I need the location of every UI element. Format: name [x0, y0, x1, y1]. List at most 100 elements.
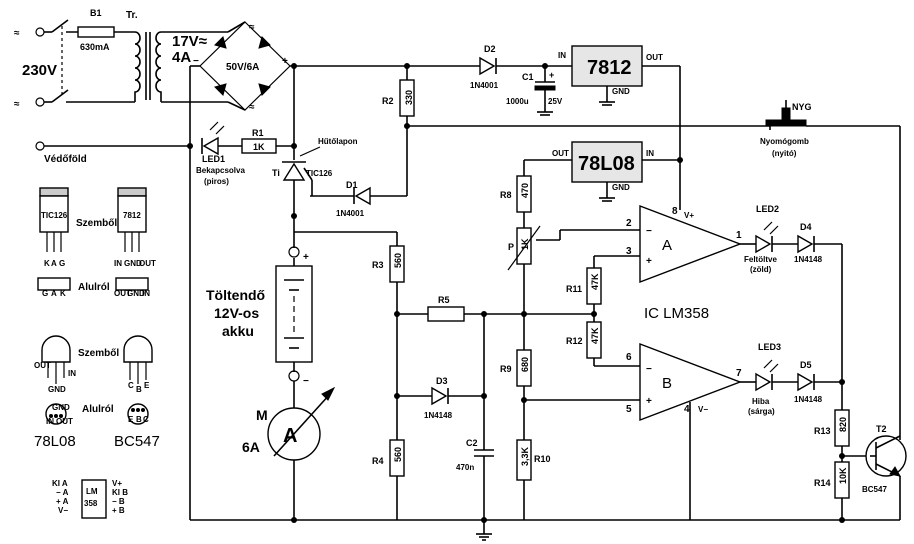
svg-text:R14: R14: [814, 478, 831, 488]
label-front-2: Szemből: [78, 348, 119, 359]
svg-text:47K: 47K: [590, 327, 600, 344]
svg-text:IN: IN: [46, 417, 54, 426]
svg-text:358: 358: [84, 499, 98, 508]
svg-text:R4: R4: [372, 456, 384, 466]
fuse-b1: [77, 26, 115, 38]
svg-text:M: M: [256, 407, 268, 423]
svg-text:R9: R9: [500, 364, 512, 374]
svg-text:NYG: NYG: [792, 102, 812, 112]
svg-text:R8: R8: [500, 190, 512, 200]
svg-text:R13: R13: [814, 426, 831, 436]
svg-text:78L08: 78L08: [578, 153, 635, 175]
svg-text:K: K: [44, 259, 50, 268]
svg-text:IN: IN: [142, 289, 150, 298]
svg-text:R12: R12: [566, 336, 583, 346]
svg-text:R3: R3: [372, 260, 384, 270]
resistor-r13: 820 R13: [814, 409, 850, 447]
svg-text:V+: V+: [112, 479, 122, 488]
svg-text:A: A: [662, 237, 672, 254]
diode-d1: D1 1N4001: [310, 180, 407, 218]
thyristor-ti: Ti TIC126 Hűtőlapon: [272, 137, 358, 198]
svg-text:1N4148: 1N4148: [794, 395, 823, 404]
ac-symbol-bottom: ≈: [14, 99, 20, 110]
svg-text:+ A: + A: [56, 497, 69, 506]
svg-text:560: 560: [393, 253, 403, 268]
regulator-7812: 7812 IN OUT GND: [558, 45, 663, 106]
svg-text:IN: IN: [646, 149, 654, 158]
ic-name: IC LM358: [644, 305, 709, 322]
capacitor-c2: C2 470n: [456, 438, 494, 472]
svg-text:OUT: OUT: [56, 417, 73, 426]
label-bottom-2: Alulról: [82, 404, 114, 415]
battery-plus-sign: +: [303, 252, 309, 263]
rectifier-minus: −: [193, 56, 199, 67]
earth-terminal: [35, 141, 45, 151]
svg-text:GND: GND: [48, 385, 66, 394]
svg-text:KI A: KI A: [52, 479, 68, 488]
svg-text:G: G: [59, 259, 65, 268]
mains-voltage-label: 230V: [22, 62, 57, 79]
svg-text:GND: GND: [612, 183, 630, 192]
svg-text:470: 470: [520, 183, 530, 198]
svg-text:D5: D5: [800, 360, 812, 370]
capacitor-c1: C1 + 1000u 25V: [506, 66, 563, 116]
pinout-7812: 7812 IN GND OUT OUT GND IN: [114, 187, 156, 298]
svg-text:470n: 470n: [456, 463, 474, 472]
mains-input: ≈ ≈ 230V B1 630mA: [14, 8, 135, 110]
regulator-78l08: 78L08 OUT IN GND: [552, 141, 654, 202]
svg-text:LED1: LED1: [202, 154, 225, 164]
svg-text:IN: IN: [558, 51, 566, 60]
svg-text:+ B: + B: [112, 506, 125, 515]
led-3: LED3 Hiba (sárga): [748, 342, 781, 416]
svg-text:330: 330: [404, 90, 414, 105]
svg-text:3: 3: [626, 246, 632, 257]
svg-text:3,3K: 3,3K: [520, 446, 530, 466]
svg-text:KI B: KI B: [112, 488, 128, 497]
svg-text:7812: 7812: [123, 211, 141, 220]
svg-text:GND: GND: [127, 289, 145, 298]
resistor-r3: 560 R3: [372, 245, 405, 283]
resistor-r9: 680 R9: [500, 349, 532, 387]
resistor-r12: 47K R12: [566, 321, 602, 359]
svg-text:R2: R2: [382, 96, 394, 106]
svg-text:− A: − A: [56, 488, 69, 497]
svg-text:C2: C2: [466, 438, 478, 448]
svg-text:47K: 47K: [590, 273, 600, 290]
svg-text:OUT: OUT: [114, 289, 131, 298]
svg-text:6: 6: [626, 352, 632, 363]
fuse-ref: B1: [90, 8, 102, 18]
svg-text:6A: 6A: [242, 439, 260, 455]
opamp-b: B − + 6 5 4 V− 7: [626, 342, 742, 422]
transformer: Tr. 17V≈ 4A: [126, 10, 228, 103]
svg-text:(piros): (piros): [204, 177, 229, 186]
svg-text:OUT: OUT: [139, 259, 156, 268]
svg-text:Feltöltve: Feltöltve: [744, 255, 777, 264]
opamp-a: A − + 2 3 8 V+ 1: [626, 204, 742, 284]
svg-text:V−: V−: [58, 506, 68, 515]
fuse-value: 630mA: [80, 42, 110, 52]
svg-text:P: P: [508, 242, 514, 252]
svg-text:1: 1: [736, 230, 742, 241]
svg-text:E: E: [128, 415, 134, 424]
svg-text:R1: R1: [252, 128, 264, 138]
svg-text:B: B: [662, 375, 672, 392]
svg-text:B: B: [136, 415, 142, 424]
svg-text:820: 820: [838, 417, 848, 432]
resistor-r1: R1 1K: [241, 128, 277, 154]
svg-text:25V: 25V: [548, 97, 563, 106]
transformer-volts: 17V≈: [172, 33, 207, 50]
svg-text:R10: R10: [534, 454, 551, 464]
led-2: LED2 Feltöltve (zöld): [744, 204, 779, 274]
svg-text:K: K: [60, 289, 66, 298]
led-1: LED1 Bekapcsolva (piros): [196, 121, 245, 186]
svg-text:4: 4: [684, 404, 690, 415]
opamp-b-plus-sign: +: [646, 396, 652, 407]
pinout-78l08: OUT IN GND GND IN OUT 78L08: [34, 335, 76, 450]
switch-top: [51, 19, 69, 33]
opamp-b-minus-sign: −: [646, 364, 652, 375]
battery-minus-terminal: [288, 370, 300, 382]
svg-text:B: B: [136, 385, 142, 394]
svg-text:Nyomógomb: Nyomógomb: [760, 137, 809, 146]
svg-text:A: A: [51, 259, 57, 268]
